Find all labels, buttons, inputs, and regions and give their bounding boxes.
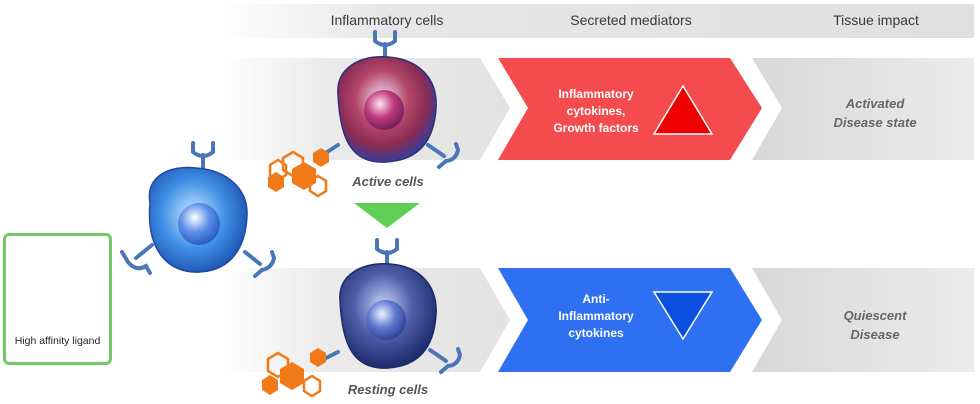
active-mediator-line-1: Inflammatory [558, 87, 634, 101]
resting-impact-line-2: Disease [850, 327, 900, 342]
header-tissue-impact: Tissue impact [833, 12, 919, 28]
active-mediator-line-3: Growth factors [553, 121, 639, 135]
resting-cells-caption: Resting cells [347, 382, 429, 397]
resting-mediator-line-3: cytokines [568, 326, 624, 340]
resting-ligand-cluster-icon [262, 348, 326, 398]
header-band [222, 4, 974, 38]
main-cell-nucleus [178, 203, 220, 245]
active-mediator-line-2: cytokines, [566, 104, 626, 118]
header-inflammatory-cells: Inflammatory cells [330, 12, 444, 28]
active-impact-band [752, 58, 974, 160]
ligand-legend-label: High affinity ligand [14, 335, 101, 347]
increase-triangle-icon [652, 84, 714, 135]
decrease-triangle-icon [652, 291, 714, 341]
active-impact-line-1: Activated [845, 96, 905, 111]
resting-impact-line-1: Quiescent [843, 308, 907, 323]
active-impact-line-2: Disease state [833, 115, 917, 130]
resting-cell-nucleus [366, 300, 406, 340]
transition-arrow-icon [354, 203, 420, 228]
resting-mediator-line-2: Inflammatory [558, 309, 634, 323]
resting-mediator-text: Anti- Inflammatory cytokines [538, 291, 654, 342]
active-cell-nucleus [364, 90, 404, 130]
resting-impact-band [752, 268, 974, 372]
active-mediator-text: Inflammatory cytokines, Growth factors [538, 86, 654, 137]
resting-mediator-line-1: Anti- [582, 292, 610, 306]
header-secreted-mediators: Secreted mediators [570, 12, 692, 28]
active-cell-receptors [322, 30, 461, 169]
active-cells-caption: Active cells [352, 174, 424, 189]
resting-impact-label: Quiescent Disease [790, 306, 960, 344]
active-impact-label: Activated Disease state [790, 94, 960, 132]
ligand-legend-box: High affinity ligand [3, 233, 112, 365]
active-ligand-cluster-icon [268, 148, 329, 198]
